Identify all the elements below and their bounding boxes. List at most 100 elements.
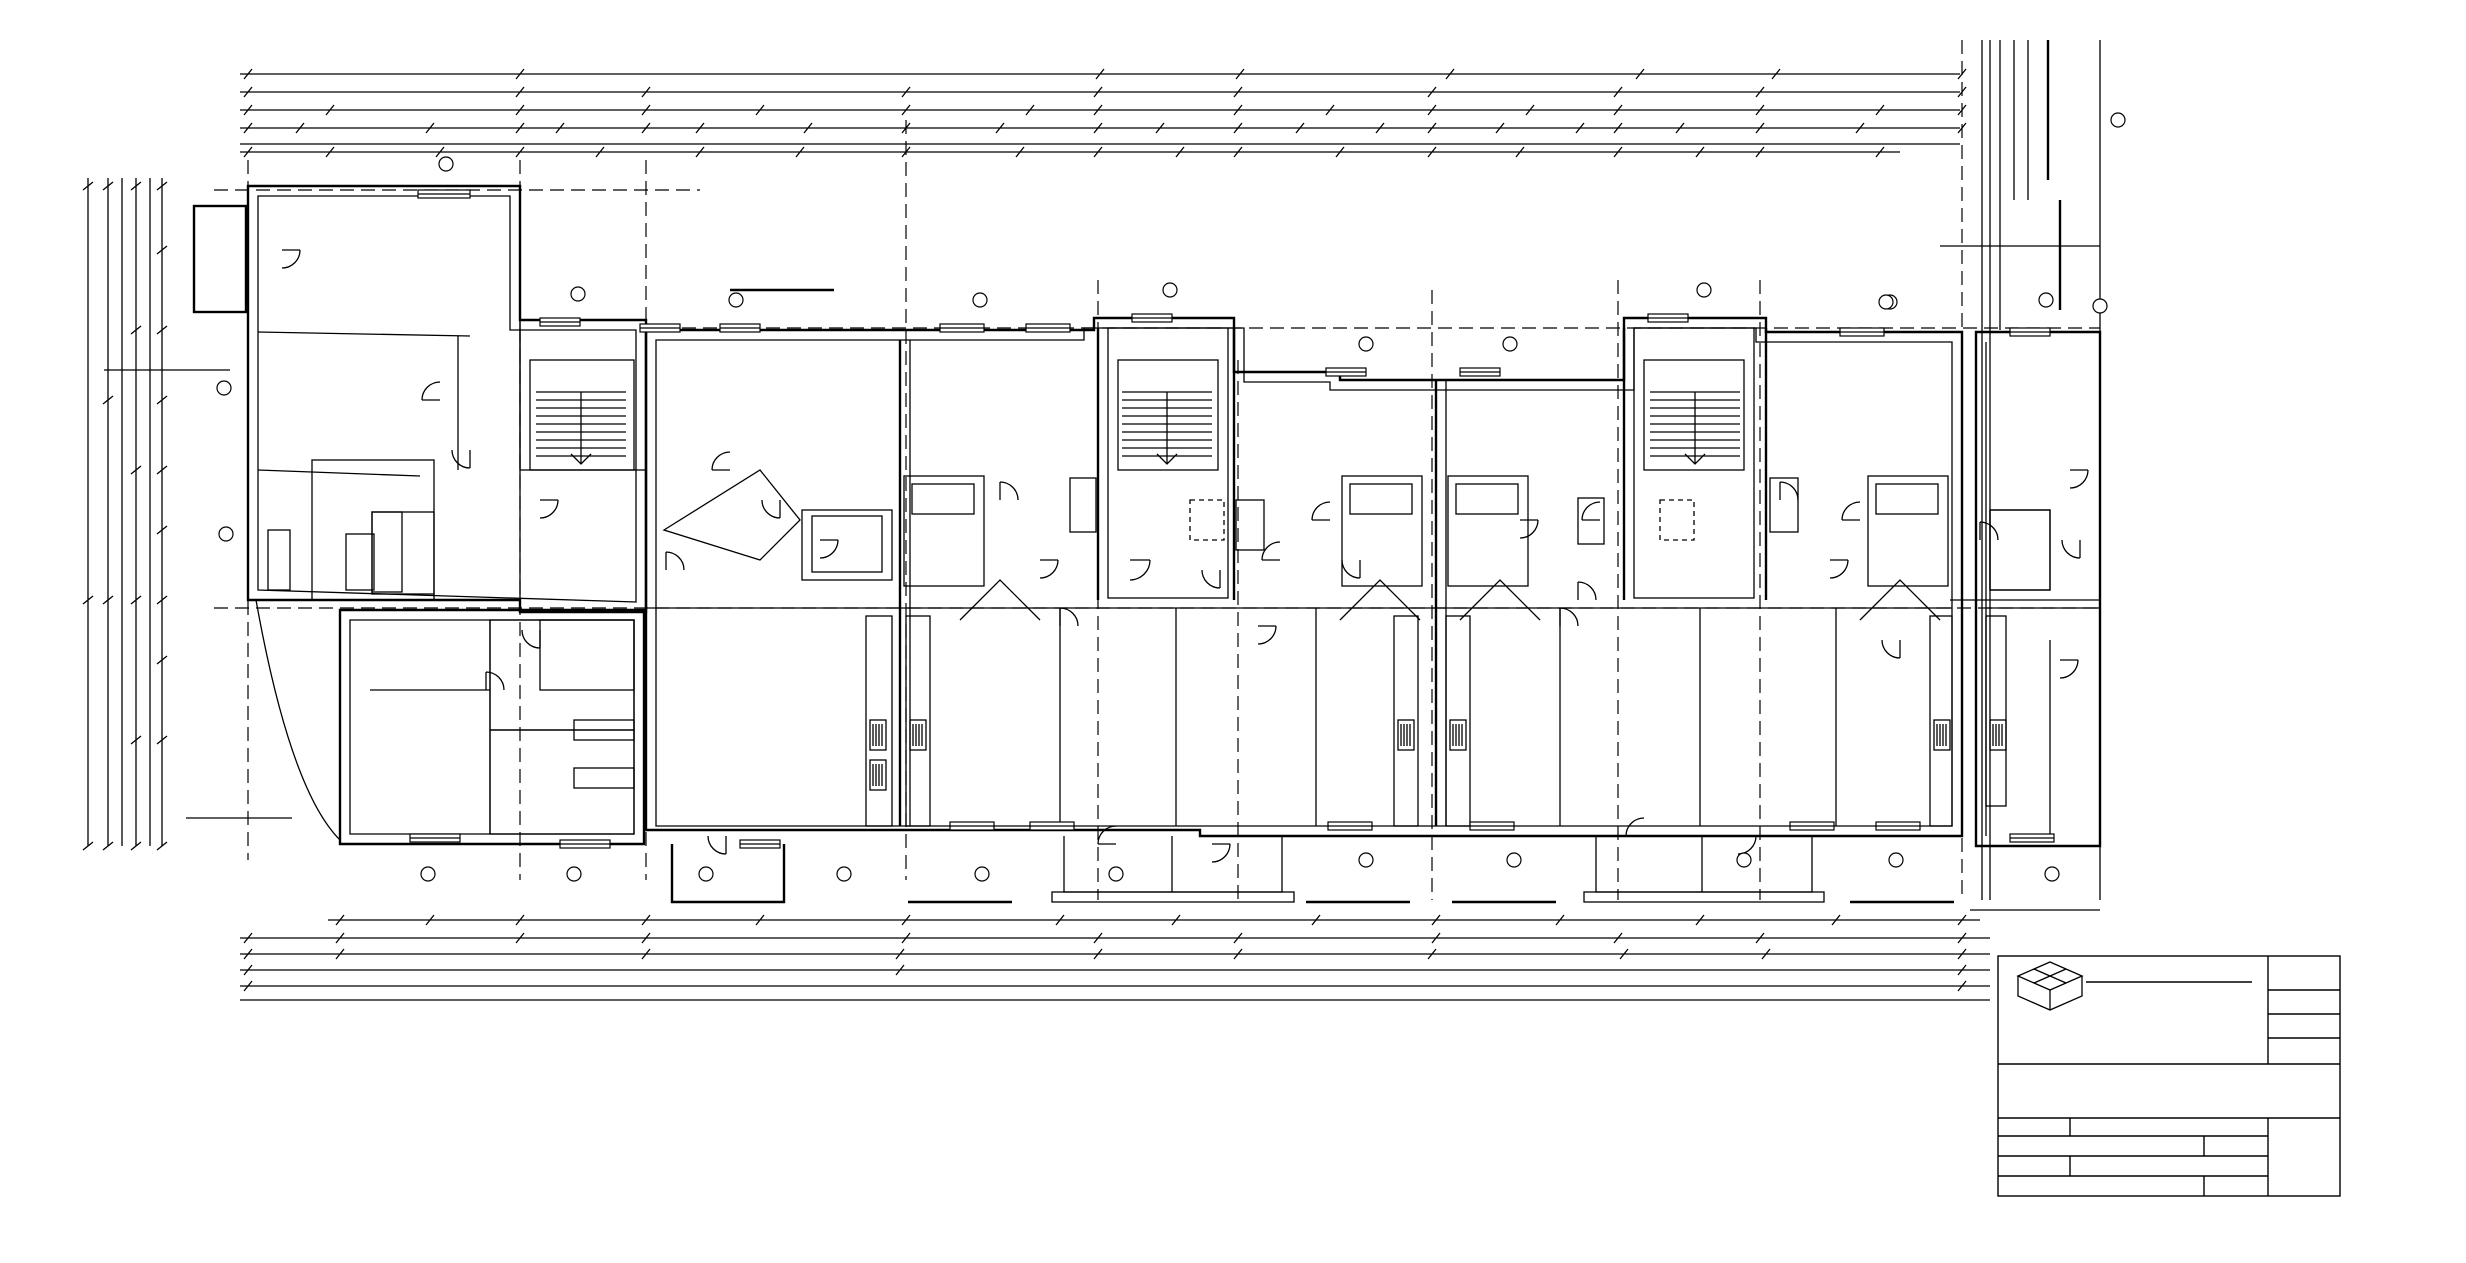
door-swing [1039, 559, 1059, 579]
hob-icon [1449, 719, 1467, 751]
dimension-tick [156, 465, 168, 475]
dimension-tick [335, 948, 345, 960]
dimension-tick [641, 104, 651, 116]
dimension-tick [156, 525, 168, 535]
dimension-tick [695, 146, 705, 158]
dimension-tick [1235, 68, 1245, 80]
door-swing [1829, 559, 1849, 579]
grid-bubble [570, 286, 586, 302]
dimension-tick [295, 122, 305, 134]
hob-icon [909, 719, 927, 751]
window [1459, 367, 1501, 377]
grid-bubble [728, 292, 744, 308]
dimension-tick [243, 104, 253, 116]
dimension-tick [1427, 86, 1437, 98]
dimension-tick [1093, 932, 1103, 944]
dimension-tick [425, 914, 435, 926]
dimension-tick [102, 181, 114, 191]
dimension-tick [1427, 146, 1437, 158]
window [1647, 313, 1689, 323]
dimension-tick [325, 146, 335, 158]
dimension-tick [425, 122, 435, 134]
door-swing [999, 481, 1019, 501]
door-swing [761, 499, 781, 519]
dimension-tick [1957, 980, 1967, 992]
grid-bubble [1878, 294, 1894, 310]
grid-bubble [974, 866, 990, 882]
door-swing [1261, 541, 1281, 561]
dimension-tick [1445, 68, 1455, 80]
dimension-tick [130, 181, 142, 191]
dimension-tick [1431, 914, 1441, 926]
door-swing [707, 835, 727, 855]
dimension-tick [515, 104, 525, 116]
window [2009, 327, 2051, 337]
dimension-tick [641, 86, 651, 98]
dimension-tick [515, 146, 525, 158]
window [409, 833, 461, 843]
dimension-tick [901, 86, 911, 98]
center-block [644, 316, 1964, 838]
dimension-tick [243, 964, 253, 976]
dimension-tick [1555, 914, 1565, 926]
dimension-tick [515, 122, 525, 134]
dimension-tick [1375, 122, 1385, 134]
stair-core-1 [519, 319, 647, 471]
dimension-tick [156, 325, 168, 335]
door-swing [1737, 835, 1757, 855]
grid-bubble [2044, 866, 2060, 882]
dimension-tick [1957, 932, 1967, 944]
dimension-tick [1495, 122, 1505, 134]
dimension-tick [1093, 104, 1103, 116]
dimension-tick [156, 655, 168, 665]
door-swing [1311, 501, 1331, 521]
door-swing [1257, 625, 1277, 645]
grid-bubble [1736, 852, 1752, 868]
dimension-tick [243, 980, 253, 992]
dimension-tick [82, 181, 94, 191]
door-swing [1841, 501, 1861, 521]
dimension-tick [1957, 948, 1967, 960]
dimension-tick [243, 122, 253, 134]
dimension-tick [803, 122, 813, 134]
dimension-tick [156, 181, 168, 191]
grid-bubble [1888, 852, 1904, 868]
dimension-tick [1233, 104, 1243, 116]
dimension-tick [1613, 86, 1623, 98]
door-swing [1129, 559, 1151, 581]
stair-arrow [1684, 453, 1706, 465]
site-arc [255, 599, 341, 841]
dimension-tick [243, 932, 253, 944]
dimension-tick [515, 914, 525, 926]
dimension-tick [1755, 122, 1765, 134]
dimension-tick [1695, 146, 1705, 158]
door-swing [521, 629, 541, 649]
dimension-tick [130, 465, 142, 475]
dimension-tick [795, 146, 805, 158]
title-block [1997, 955, 2341, 1197]
right-dimension-lines [1940, 40, 2101, 911]
door-swing [1059, 607, 1079, 627]
dimension-tick [1093, 86, 1103, 98]
dimension-tick [82, 841, 94, 851]
dimension-tick [1171, 914, 1181, 926]
window [1325, 367, 1367, 377]
dimension-tick [595, 146, 605, 158]
grid-bubble [218, 526, 234, 542]
right-block [1974, 330, 2102, 848]
door-swing [485, 671, 505, 691]
dimension-tick [901, 932, 911, 944]
dimension-tick [1325, 104, 1335, 116]
dimension-tick [1613, 932, 1623, 944]
dimension-tick [243, 146, 253, 158]
dimension-tick [755, 914, 765, 926]
dimension-tick [156, 841, 168, 851]
dimension-tick [1755, 86, 1765, 98]
grid-bubble [566, 866, 582, 882]
dimension-tick [1095, 68, 1105, 80]
dimension-tick [1831, 914, 1841, 926]
window [1131, 313, 1173, 323]
door-swing [539, 499, 559, 519]
dimension-tick [901, 914, 911, 926]
grid-bubble [972, 292, 988, 308]
